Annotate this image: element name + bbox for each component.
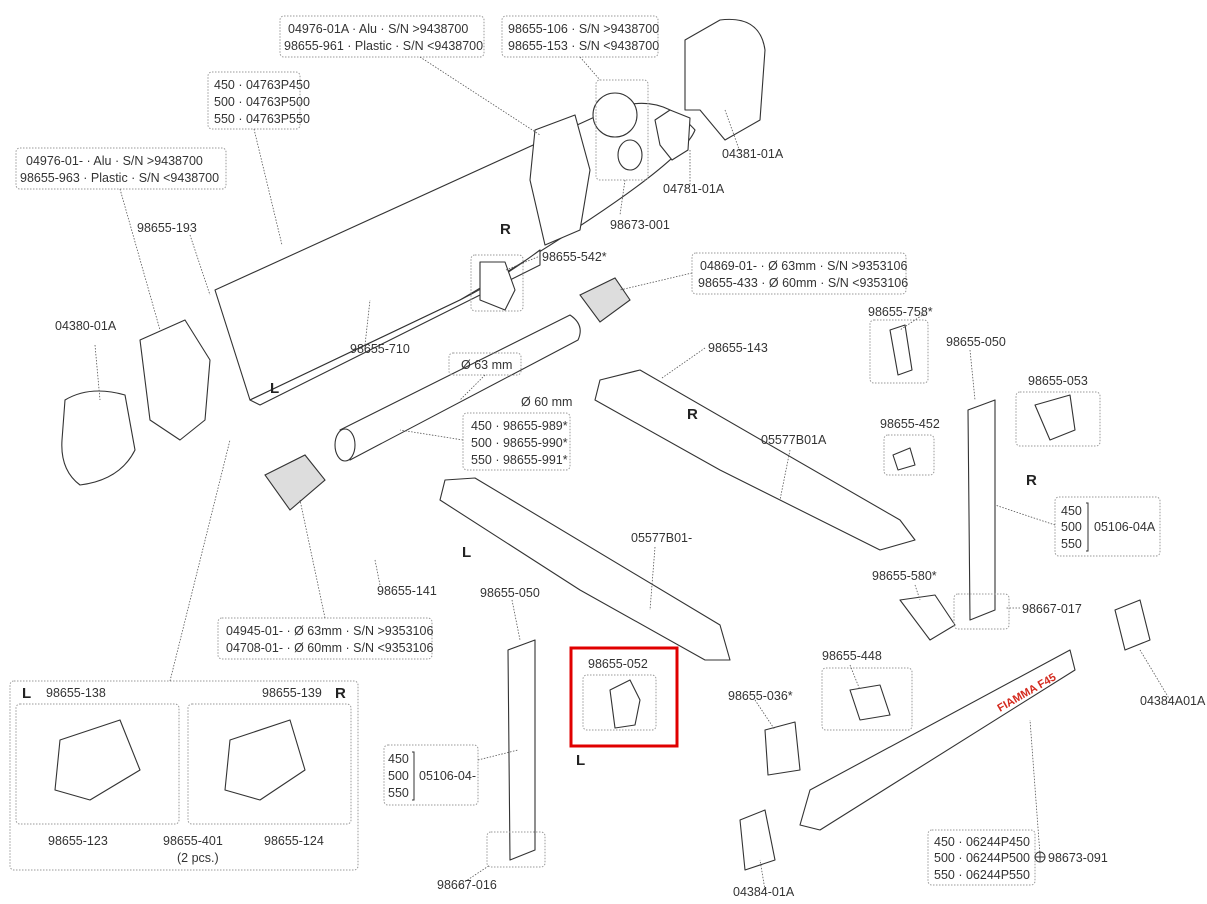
head-right <box>224 719 306 801</box>
leg-left-size-550: 550 <box>388 786 409 800</box>
side-r-1: R <box>500 221 511 238</box>
side-l-2: L <box>462 544 471 561</box>
motor-cap <box>592 92 643 171</box>
label-98673-001: 98673-001 <box>610 218 670 232</box>
highlight-box <box>569 646 679 748</box>
knob-452 <box>892 447 916 471</box>
label-98655-050-left: 98655-050 <box>480 586 540 600</box>
label-roller-end-left-1: 04945-01- · Ø 63mm · S/N >9353106 <box>226 624 433 638</box>
part-036 <box>764 721 801 776</box>
label-front-cap-right-1: 04976-01A · Alu · S/N >9438700 <box>288 22 468 36</box>
leg-right-size-500: 500 <box>1061 520 1082 534</box>
label-05577B01A: 05577B01A <box>761 433 827 447</box>
arm-left <box>439 477 731 661</box>
label-98655-138: 98655-138 <box>46 686 106 700</box>
clip <box>654 109 691 161</box>
label-front-cap-left-2: 98655-963 · Plastic · S/N <9438700 <box>20 171 219 185</box>
label-front-cap-left-1: 04976-01- · Alu · S/N >9438700 <box>26 154 203 168</box>
label-case-550: 550 · 04763P550 <box>214 112 310 126</box>
label-case-500: 500 · 04763P500 <box>214 95 310 109</box>
leg-right-size-450: 450 <box>1061 504 1082 518</box>
head-left <box>54 719 141 801</box>
leg-right-size-550: 550 <box>1061 537 1082 551</box>
side-l-1: L <box>270 380 279 397</box>
side-l-3: L <box>576 752 585 769</box>
label-98655-123: 98655-123 <box>48 834 108 848</box>
leg-left-size-450: 450 <box>388 752 409 766</box>
label-tube-63: Ø 63 mm <box>461 358 512 372</box>
head-set-side-r: R <box>335 685 346 702</box>
label-98655-758: 98655-758* <box>868 305 933 319</box>
label-98673-091: 98673-091 <box>1048 851 1108 865</box>
label-98655-053: 98655-053 <box>1028 374 1088 388</box>
label-98655-139: 98655-139 <box>262 686 322 700</box>
bracket-04384A01A <box>1114 599 1151 651</box>
roller-end-right <box>579 277 631 323</box>
bracket-04384-01A <box>739 809 776 871</box>
label-roller-tube-450: 450 · 98655-989* <box>471 419 568 433</box>
label-98655-050-right: 98655-050 <box>946 335 1006 349</box>
label-motor-cap-2: 98655-153 · S/N <9438700 <box>508 39 659 53</box>
end-cap-left <box>139 319 211 441</box>
label-04384-01A: 04384-01A <box>733 885 795 899</box>
label-04380-01A: 04380-01A <box>55 319 117 333</box>
end-cover-right <box>684 18 766 141</box>
label-98655-124: 98655-124 <box>264 834 324 848</box>
leg-left <box>507 639 536 861</box>
roller-end-left <box>264 454 326 511</box>
label-04384A01A: 04384A01A <box>1140 694 1206 708</box>
label-tube-60: Ø 60 mm <box>521 395 572 409</box>
side-r-2: R <box>687 406 698 423</box>
label-98655-542: 98655-542* <box>542 250 607 264</box>
label-98655-052: 98655-052 <box>588 657 648 671</box>
label-98655-401: 98655-401 <box>163 834 223 848</box>
label-98655-401-qty: (2 pcs.) <box>177 851 219 865</box>
label-roller-tube-550: 550 · 98655-991* <box>471 453 568 467</box>
label-front-bar-500: 500 · 06244P500 <box>934 851 1030 865</box>
label-98667-017: 98667-017 <box>1022 602 1082 616</box>
arm-right <box>594 369 916 551</box>
label-front-cap-right-2: 98655-961 · Plastic · S/N <9438700 <box>284 39 483 53</box>
label-case-450: 450 · 04763P450 <box>214 78 310 92</box>
label-05106-04A: 05106-04A <box>1094 520 1156 534</box>
label-98667-016: 98667-016 <box>437 878 497 892</box>
leg-left-size-500: 500 <box>388 769 409 783</box>
label-98655-143: 98655-143 <box>708 341 768 355</box>
label-98655-193: 98655-193 <box>137 221 197 235</box>
roller-tube <box>334 314 581 462</box>
bracket-542 <box>479 261 516 311</box>
label-98655-141: 98655-141 <box>377 584 437 598</box>
plus-circle-icon <box>1034 851 1046 863</box>
part-448 <box>849 684 891 721</box>
label-front-bar-450: 450 · 06244P450 <box>934 835 1030 849</box>
label-98655-452: 98655-452 <box>880 417 940 431</box>
head-set-side-l: L <box>22 685 31 702</box>
label-98655-036: 98655-036* <box>728 689 793 703</box>
label-04381-01A: 04381-01A <box>722 147 784 161</box>
label-98655-710: 98655-710 <box>350 342 410 356</box>
front-bar <box>799 649 1076 831</box>
label-05577B01-: 05577B01- <box>631 531 692 545</box>
label-05106-04-: 05106-04- <box>419 769 476 783</box>
end-cap-right <box>529 114 591 246</box>
part-758 <box>889 324 913 376</box>
label-motor-cap-1: 98655-106 · S/N >9438700 <box>508 22 659 36</box>
end-cover-left <box>61 390 136 486</box>
label-98655-448: 98655-448 <box>822 649 882 663</box>
label-roller-end-right-1: 04869-01- · Ø 63mm · S/N >9353106 <box>700 259 907 273</box>
part-053 <box>1034 394 1076 441</box>
label-04781-01A: 04781-01A <box>663 182 725 196</box>
label-98655-580: 98655-580* <box>872 569 937 583</box>
leg-right <box>967 399 996 621</box>
label-front-bar-550: 550 · 06244P550 <box>934 868 1030 882</box>
side-r-3: R <box>1026 472 1037 489</box>
label-roller-tube-500: 500 · 98655-990* <box>471 436 568 450</box>
label-roller-end-left-2: 04708-01- · Ø 60mm · S/N <9353106 <box>226 641 433 655</box>
label-roller-end-right-2: 98655-433 · Ø 60mm · S/N <9353106 <box>698 276 908 290</box>
part-052 <box>609 679 641 729</box>
part-580 <box>899 594 956 641</box>
